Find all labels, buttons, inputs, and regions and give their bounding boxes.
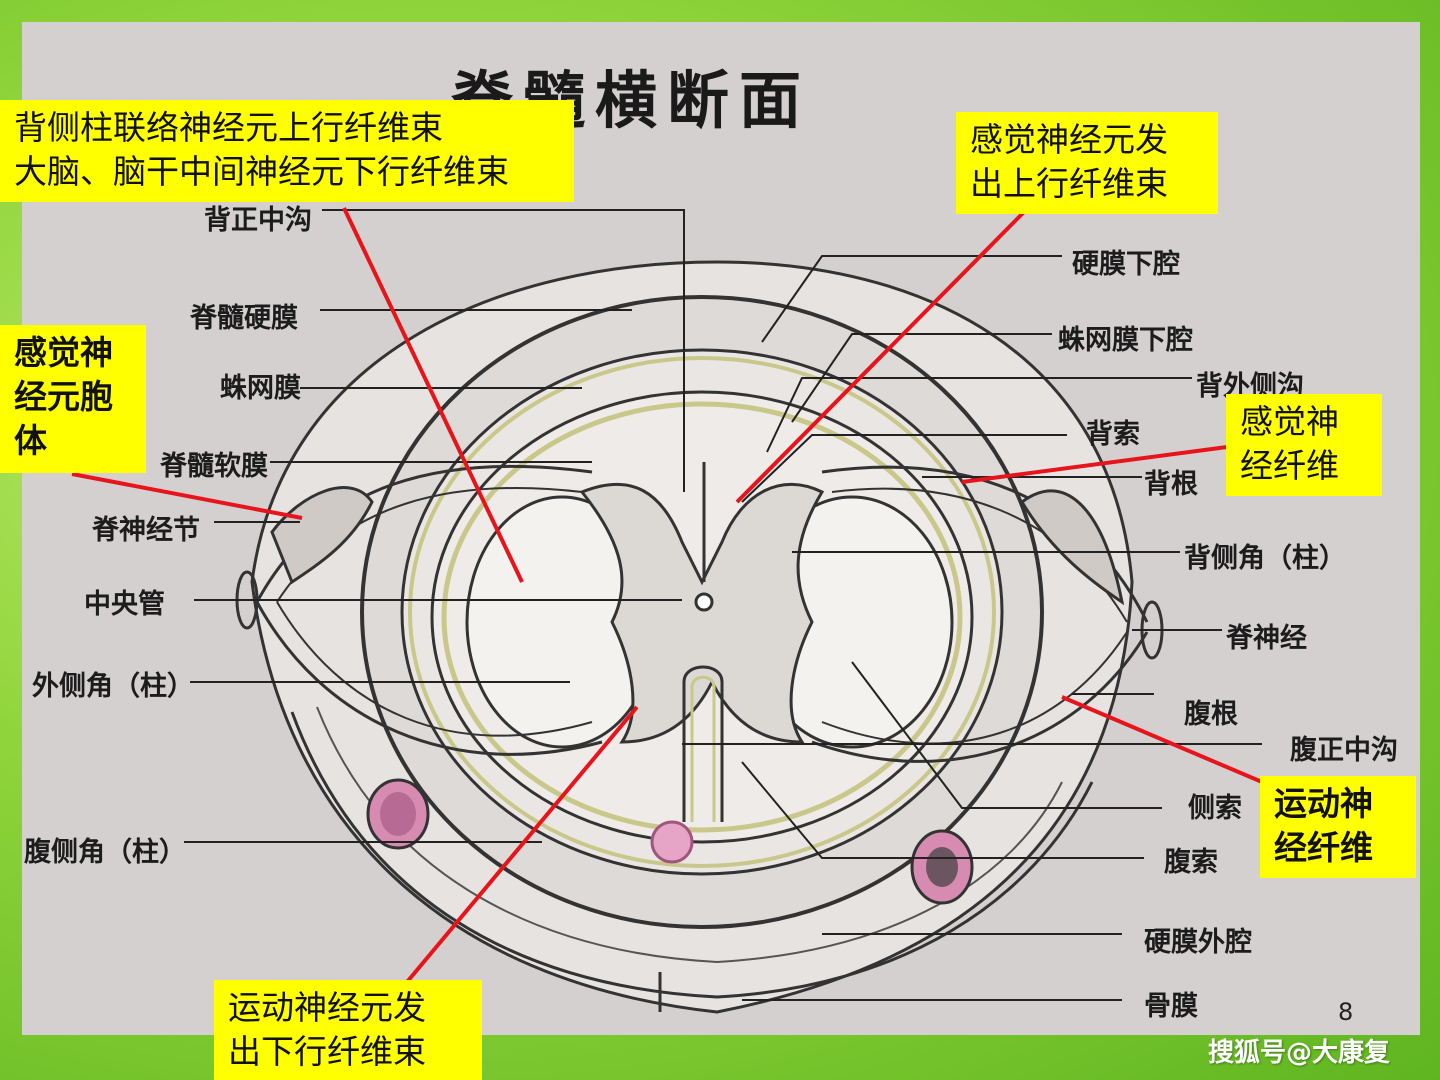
label-ventral-funiculus: 腹索 [1164, 847, 1218, 878]
page-number: 8 [1338, 998, 1354, 1026]
ventral-fissure-lining [690, 675, 716, 822]
label-spinal-ganglion: 脊神经节 [92, 515, 200, 546]
right-ventral-root [811, 631, 1149, 763]
leader-lateral-funiculus [851, 661, 1162, 809]
callout-sensory-cell-body-line-1: 感觉神 [14, 333, 113, 372]
callout-sensory-fiber-tract: 感觉神经元发 出上行纤维束 [956, 112, 1218, 214]
pointer-sensory-fiber [961, 445, 1228, 484]
callout-sensory-fiber-tract-line-2: 出上行纤维束 [970, 164, 1168, 203]
label-lateral-funiculus: 侧索 [1188, 793, 1242, 824]
left-ganglion [270, 486, 374, 585]
callout-sensory-cell-body-line-2: 经元胞 [14, 377, 113, 416]
callout-sensory-cell-body: 感觉神 经元胞 体 [0, 325, 146, 473]
callout-sensory-cell-body-line-3: 体 [14, 421, 47, 460]
pointer-motor-descending [405, 705, 639, 984]
callout-motor-fiber-line-2: 经纤维 [1274, 828, 1373, 867]
callout-tract-top-left-line-1: 背侧柱联络神经元上行纤维束 [14, 108, 443, 147]
callout-motor-descending-line-2: 出下行纤维束 [228, 1032, 426, 1071]
right-dorsal-root [821, 465, 1149, 623]
leader-dorsal-median-sulcus [322, 209, 685, 492]
label-subdural-space: 硬膜下腔 [1072, 249, 1180, 280]
pointer-tract-top-left [342, 207, 524, 583]
left-vessel-inner [380, 792, 416, 836]
watermark: 搜狐号@大康复 [1208, 1038, 1391, 1068]
label-ventral-root: 腹根 [1184, 699, 1238, 730]
label-ventral-horn: 腹侧角（柱） [24, 837, 186, 868]
label-lateral-horn: 外侧角（柱） [32, 671, 194, 702]
label-subarachnoid-space: 蛛网膜下腔 [1058, 325, 1193, 356]
pointer-lines [71, 207, 1263, 984]
leader-dorsal-funiculus [741, 434, 1067, 503]
label-ventral-median-fissure: 腹正中沟 [1290, 735, 1398, 766]
ventral-vessel [650, 820, 694, 864]
label-periosteum: 骨膜 [1144, 991, 1198, 1022]
pointer-sensory-cell-body [71, 472, 303, 520]
callout-sensory-fiber-line-1: 感觉神 [1240, 402, 1339, 441]
spinal-cord-cross-section [71, 207, 1263, 1014]
right-ventral-root-inner [821, 631, 1128, 745]
leader-subarachnoid-space [791, 333, 1052, 423]
label-dorsal-funiculus: 背索 [1086, 419, 1140, 450]
left-ventral-root-inner [276, 601, 593, 737]
right-ganglion [1020, 489, 1125, 606]
arachnoid-ring-inner [408, 356, 996, 868]
right-vessel-inner [926, 847, 958, 887]
leader-lines [184, 209, 1262, 1001]
leader-dorsolateral-sulcus [766, 377, 1192, 453]
leader-ventral-funiculus [741, 761, 1144, 859]
label-dorsal-horn: 背侧角（柱） [1184, 543, 1346, 574]
pia-mater [441, 401, 963, 833]
central-canal-dot [694, 592, 714, 612]
ventral-fissure [682, 665, 724, 822]
callout-motor-fiber-line-1: 运动神 [1274, 784, 1373, 823]
left-ventral-root [255, 601, 603, 756]
pointer-motor-fiber [1061, 695, 1263, 784]
label-spinal-nerve: 脊神经 [1226, 623, 1307, 654]
slide: 脊髓横断面 [0, 22, 1420, 1080]
callout-tract-top-left-line-2: 大脑、脑干中间神经元下行纤维束 [14, 152, 509, 191]
callout-sensory-fiber-tract-line-1: 感觉神经元发 [970, 120, 1168, 159]
label-arachnoid: 蛛网膜 [220, 373, 301, 404]
grey-matter [579, 482, 825, 744]
callout-sensory-fiber: 感觉神 经纤维 [1226, 394, 1382, 496]
callout-motor-descending-line-1: 运动神经元发 [228, 988, 426, 1027]
pointer-sensory-fiber-tract [735, 210, 1026, 504]
callout-tract-top-left: 背侧柱联络神经元上行纤维束 大脑、脑干中间神经元下行纤维束 [0, 100, 574, 202]
periosteum-arc [290, 711, 1094, 999]
callout-motor-descending: 运动神经元发 出下行纤维束 [214, 980, 482, 1080]
callout-motor-fiber: 运动神 经纤维 [1260, 776, 1416, 878]
callout-sensory-fiber-line-2: 经纤维 [1240, 446, 1339, 485]
label-dorsal-root: 背根 [1144, 469, 1198, 500]
label-spinal-dura: 脊髓硬膜 [190, 303, 298, 334]
label-dorsal-median-sulcus: 背正中沟 [204, 205, 312, 236]
label-epidural-space: 硬膜外腔 [1144, 927, 1252, 958]
label-central-canal: 中央管 [84, 589, 165, 620]
label-pia-mater: 脊髓软膜 [160, 451, 268, 482]
